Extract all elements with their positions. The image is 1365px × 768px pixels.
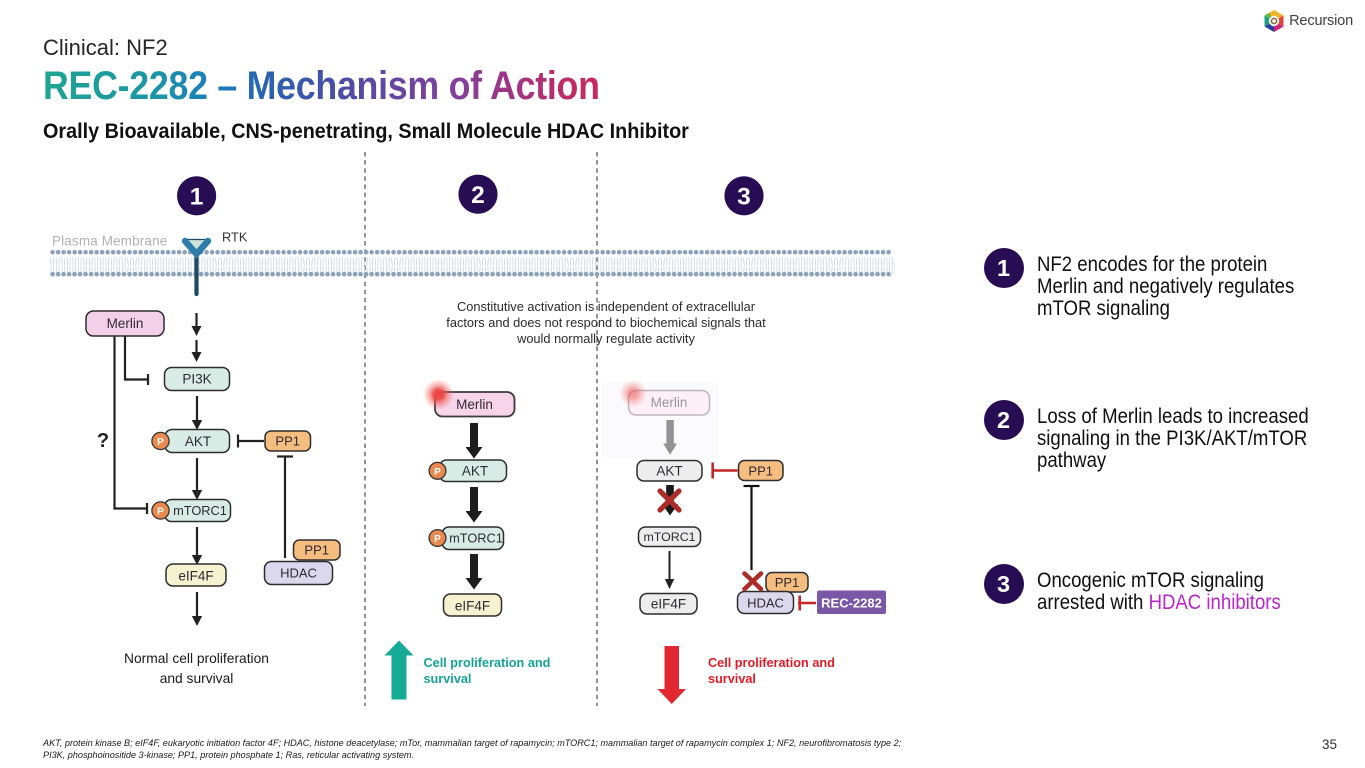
svg-text:RTK: RTK [222,230,248,245]
svg-text:?: ? [97,430,109,452]
svg-text:AKT: AKT [462,464,488,479]
svg-text:eIF4F: eIF4F [455,599,490,614]
svg-text:survival: survival [424,672,472,686]
svg-text:HDAC: HDAC [280,566,317,581]
svg-text:would normally regulate activi: would normally regulate activity [516,331,695,346]
svg-text:P: P [434,534,441,545]
svg-text:AKT: AKT [656,464,682,479]
svg-text:P: P [434,467,441,478]
svg-text:1: 1 [190,184,204,211]
svg-text:Normal cell proliferation: Normal cell proliferation [124,651,269,666]
svg-text:mTORC1: mTORC1 [643,530,695,544]
svg-text:P: P [157,437,164,448]
svg-text:factors and does not respond t: factors and does not respond to biochemi… [446,315,766,330]
svg-text:AKT: AKT [185,434,211,449]
svg-text:Merlin: Merlin [651,395,688,410]
svg-text:Cell proliferation and: Cell proliferation and [708,656,835,670]
svg-text:Merlin: Merlin [456,397,493,412]
svg-text:eIF4F: eIF4F [651,597,686,612]
svg-text:PP1: PP1 [748,464,773,479]
svg-text:PI3K: PI3K [182,372,211,387]
svg-text:2: 2 [471,182,485,209]
svg-text:mTORC1: mTORC1 [173,503,227,518]
svg-text:PP1: PP1 [275,434,300,449]
svg-text:PP1: PP1 [775,575,800,590]
svg-text:and survival: and survival [160,671,234,686]
svg-text:Cell proliferation and: Cell proliferation and [424,656,551,670]
svg-text:P: P [157,507,164,518]
svg-text:3: 3 [737,184,751,211]
svg-text:mTORC1: mTORC1 [449,531,503,546]
svg-text:Constitutive activation is ind: Constitutive activation is independent o… [457,299,756,314]
svg-text:survival: survival [708,672,756,686]
svg-text:eIF4F: eIF4F [178,569,213,584]
svg-text:REC-2282: REC-2282 [821,596,882,611]
svg-text:Plasma Membrane: Plasma Membrane [52,234,167,249]
svg-text:PP1: PP1 [304,543,329,558]
svg-text:Merlin: Merlin [107,316,144,331]
svg-text:HDAC: HDAC [747,596,784,611]
